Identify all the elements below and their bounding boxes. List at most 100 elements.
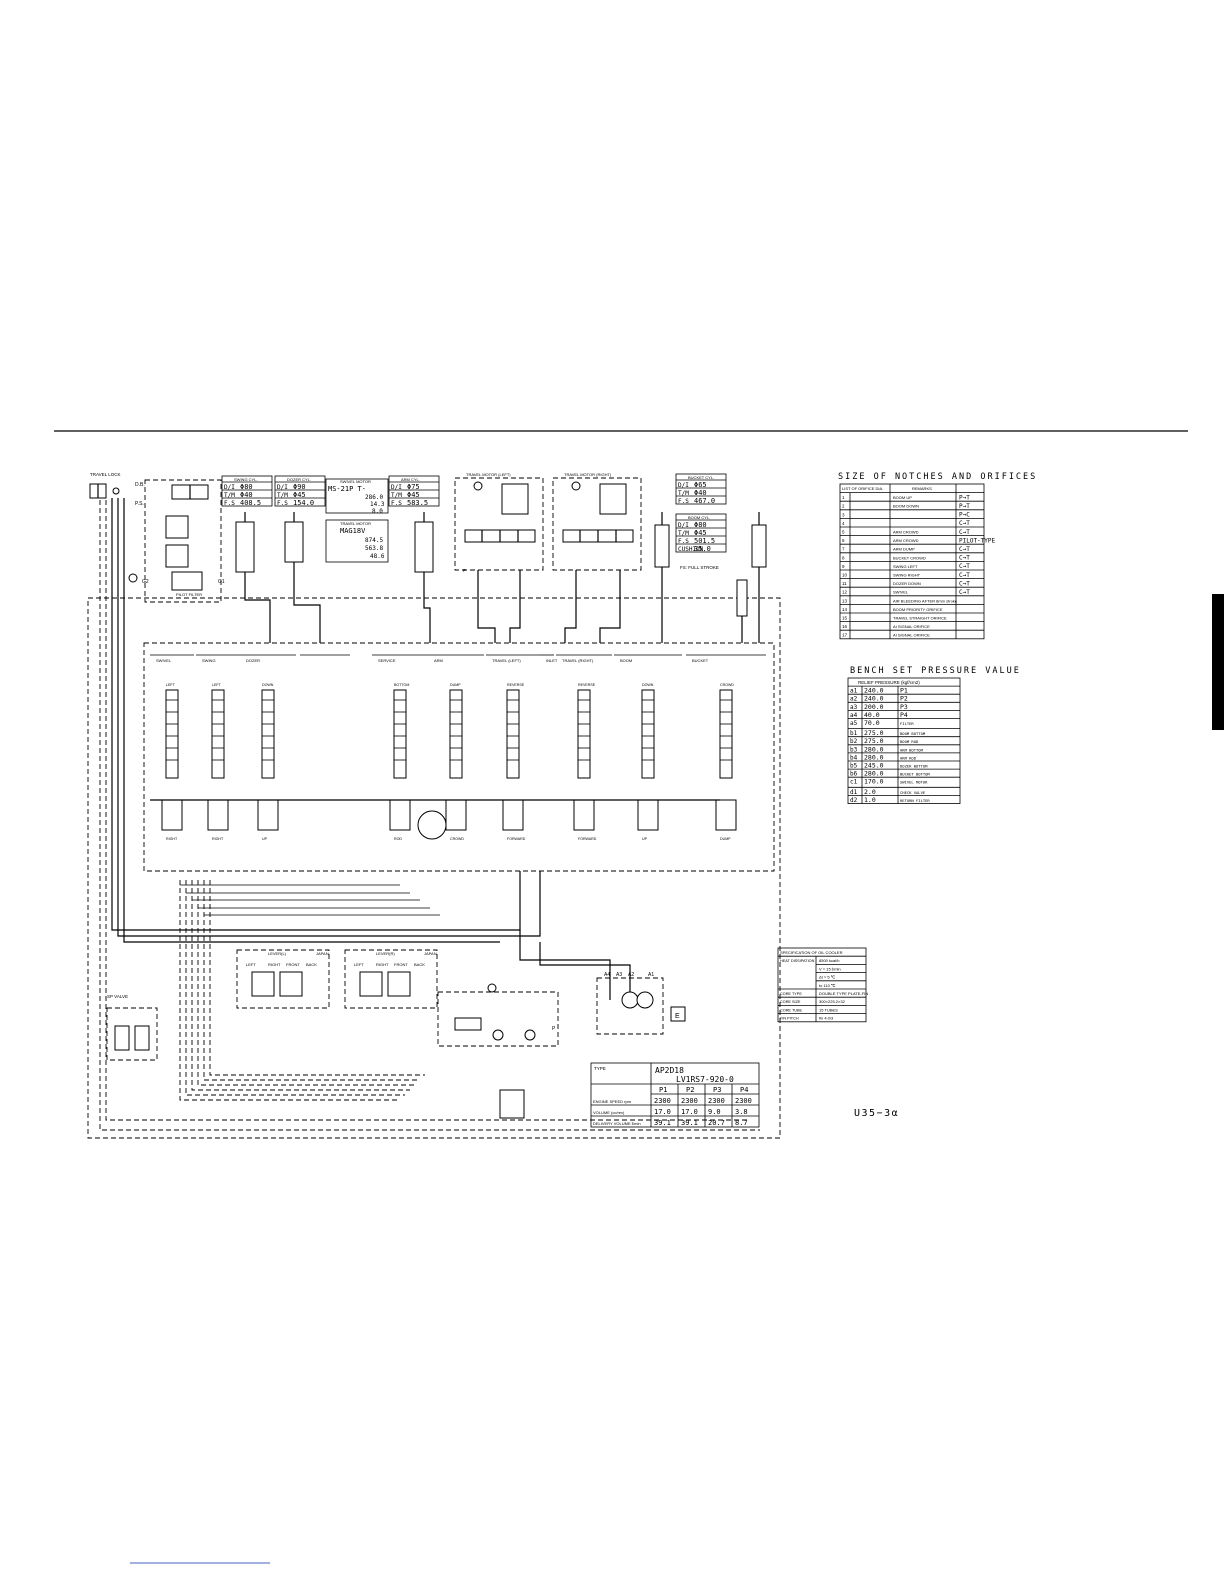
pump-row-value: 20.7 bbox=[708, 1119, 725, 1127]
lever-right-japan: JAPAN bbox=[424, 951, 437, 956]
oil-cooler-key: CORE SIZE bbox=[780, 1000, 801, 1004]
section-label: DOZER bbox=[246, 658, 260, 663]
lever-left-japan: JAPAN bbox=[316, 951, 329, 956]
notch-no: 8 bbox=[842, 555, 845, 560]
spool-action-top: REVERSE bbox=[507, 683, 525, 687]
arm-cyl-table bbox=[388, 475, 440, 507]
swivel-joint bbox=[417, 810, 447, 840]
boom-cyl-table bbox=[675, 513, 727, 553]
notch-flow: C→T bbox=[959, 520, 970, 527]
notch-flow: C→T bbox=[959, 580, 970, 587]
swivel-motor-val-1: 286.0 bbox=[365, 494, 383, 501]
pump-row-value: 2300 bbox=[735, 1097, 752, 1105]
boom-cyl-key: D/I bbox=[678, 522, 689, 529]
boom-cyl-title: BOOM CYL. bbox=[688, 515, 710, 520]
lever-left-front: FRONT bbox=[286, 962, 300, 967]
arm-cyl-key: D/I bbox=[391, 484, 402, 491]
pump-row-value: 9.0 bbox=[708, 1108, 721, 1116]
sp-valve-block: SP VALVE bbox=[106, 994, 158, 1061]
spool-body bbox=[393, 689, 407, 779]
notch-remark: ARM CROWD bbox=[893, 538, 919, 543]
bench-desc: P3 bbox=[900, 703, 908, 711]
bench-value: 1.0 bbox=[864, 796, 876, 804]
travel-motor-val-3: 48.6 bbox=[370, 553, 385, 560]
spool-section bbox=[573, 799, 595, 831]
swing-cyl-val: Φ80 bbox=[240, 483, 253, 491]
pump-type-value: AP2D18 bbox=[655, 1066, 684, 1075]
notch-remark: AI SIGNAL ORIFICE bbox=[893, 624, 930, 629]
valve-spools: LEFTRIGHTLEFTRIGHTDOWNUPBOTTOMRODDUMPCRO… bbox=[150, 683, 737, 841]
spool-body bbox=[506, 689, 520, 779]
bench-desc: BOOM ROD bbox=[900, 739, 919, 744]
bench-value: 240.0 bbox=[864, 687, 884, 695]
pump-row-label: VOLUME (cc/rev) bbox=[593, 1110, 625, 1115]
notch-remark: TRAVEL STRAIGHT ORIFICE bbox=[893, 616, 947, 621]
spool-action-top: CROWD bbox=[720, 683, 734, 687]
lever-left-back: BACK bbox=[306, 962, 317, 967]
bench-value: 240.0 bbox=[864, 695, 884, 703]
pump-row-value: 17.0 bbox=[654, 1108, 671, 1116]
bench-desc: SWIVEL MOTOR bbox=[900, 780, 928, 785]
notch-remark: SWING RIGHT bbox=[893, 573, 921, 578]
spool-action-top: BOTTOM bbox=[394, 683, 409, 687]
notch-no: 13 bbox=[842, 598, 848, 603]
travel-motor-right: TRAVEL MOTOR (RIGHT) bbox=[552, 472, 642, 571]
bench-desc: FILTER bbox=[900, 721, 914, 726]
arm-cyl-val: Φ45 bbox=[407, 491, 420, 499]
bench-value: 275.0 bbox=[864, 729, 884, 737]
a2-label: A2 bbox=[628, 972, 634, 978]
spool-action-bottom: CROWD bbox=[450, 837, 464, 841]
oil-cooler-val: to 110 ℃ bbox=[819, 983, 836, 988]
pump-row-value: 39.1 bbox=[681, 1119, 698, 1127]
notches-section: SIZE OF NOTCHES AND ORIFICES LIST OF ORI… bbox=[838, 472, 1037, 640]
section-label: SWING bbox=[202, 658, 216, 663]
swivel-motor-model: MS-21P T- bbox=[328, 485, 366, 493]
page-edge-tab bbox=[1212, 594, 1224, 730]
db-label: D.B. bbox=[135, 482, 145, 488]
swing-cyl-title: SWING CYL. bbox=[234, 477, 258, 482]
notch-remark: ARM CROWD bbox=[893, 530, 919, 535]
pump-row-value: 17.0 bbox=[681, 1108, 698, 1116]
lever-right-left: LEFT bbox=[354, 962, 364, 967]
pump-type-value2: LV1RS7-920-0 bbox=[676, 1075, 734, 1084]
pump-p-label: P bbox=[552, 1026, 556, 1032]
spool-action-top: LEFT bbox=[166, 683, 176, 687]
bench-key: a2 bbox=[850, 696, 858, 703]
notch-remark: SWIVEL bbox=[893, 590, 909, 595]
spool-body bbox=[211, 689, 225, 779]
travel-motor-left-label: TRAVEL MOTOR (LEFT) bbox=[466, 472, 511, 477]
notch-flow: P→T bbox=[959, 503, 970, 510]
pump-row-value: 2300 bbox=[654, 1097, 671, 1105]
bench-title: BENCH SET PRESSURE VALUE bbox=[850, 666, 1021, 676]
dozer-cyl-key: D/I bbox=[277, 484, 288, 491]
bench-key: d1 bbox=[850, 789, 858, 796]
oil-cooler-key: HEAT DISSIPATION bbox=[780, 959, 815, 963]
bucket-cyl-title: BUCKET CYL. bbox=[688, 475, 714, 480]
notches-title: SIZE OF NOTCHES AND ORIFICES bbox=[838, 472, 1037, 482]
spool-action-bottom: DUMP bbox=[720, 837, 731, 841]
swivel-motor-table: SWIVEL MOTOR MS-21P T- 286.0 14.3 8.0 bbox=[325, 478, 389, 515]
notch-flow: PILOT-TYPE bbox=[959, 537, 996, 544]
notch-no: 12 bbox=[842, 590, 848, 595]
swivel-motor-val-3: 8.0 bbox=[372, 508, 383, 515]
boom-cyl-val: 501.5 bbox=[694, 537, 715, 545]
spool-section bbox=[389, 799, 411, 831]
section-label: ARM bbox=[434, 658, 443, 663]
bench-key: b3 bbox=[850, 746, 858, 753]
spool-body bbox=[577, 689, 591, 779]
bench-key: c1 bbox=[850, 779, 858, 786]
spool-section bbox=[207, 799, 229, 831]
bench-desc: P1 bbox=[900, 687, 908, 695]
notch-remark: SWING LEFT bbox=[893, 564, 918, 569]
bench-desc: BUCKET BOTTOM bbox=[900, 772, 930, 777]
bench-key: a3 bbox=[850, 704, 858, 711]
bench-key: a5 bbox=[850, 720, 858, 727]
lever-right-back: BACK bbox=[414, 962, 425, 967]
swing-cyl-val: 408.5 bbox=[240, 499, 261, 507]
notch-no: 9 bbox=[842, 564, 845, 569]
